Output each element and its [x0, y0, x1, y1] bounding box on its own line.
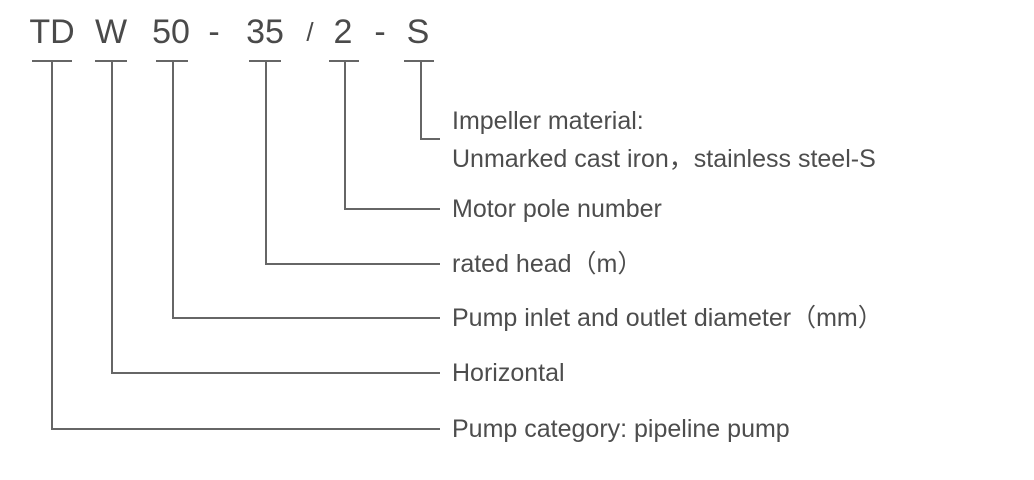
leader-poles-horizontal: [344, 208, 440, 210]
label-impeller-material-detail: Unmarked cast iron，stainless steel-S: [452, 145, 876, 173]
label-rated-head: rated head（m）: [452, 250, 643, 278]
code-separator-dash-2: -: [374, 13, 386, 51]
leader-head-vertical: [265, 61, 267, 265]
leader-category-vertical: [51, 61, 53, 430]
label-impeller-material-title: Impeller material:: [452, 107, 644, 135]
leader-diameter-horizontal: [172, 317, 440, 319]
code-segment-diameter: 50: [152, 13, 190, 51]
code-separator-dash-1: -: [208, 13, 220, 51]
leader-poles-vertical: [344, 61, 346, 210]
underline-material: [404, 60, 434, 62]
code-segment-material: S: [406, 13, 430, 51]
leader-material-vertical: [420, 61, 422, 140]
leader-category-horizontal: [51, 428, 440, 430]
code-separator-slash: /: [306, 17, 314, 47]
code-segment-w: W: [94, 13, 128, 51]
label-motor-pole-number: Motor pole number: [452, 195, 662, 223]
label-inlet-outlet-diameter: Pump inlet and outlet diameter（mm）: [452, 304, 883, 332]
leader-head-horizontal: [265, 263, 440, 265]
leader-horizontal-vertical: [111, 61, 113, 374]
label-horizontal: Horizontal: [452, 359, 565, 387]
code-segment-poles: 2: [333, 13, 353, 51]
leader-horizontal-horizontal: [111, 372, 440, 374]
leader-diameter-vertical: [172, 61, 174, 319]
code-segment-head: 35: [246, 13, 284, 51]
code-segment-td: TD: [29, 13, 75, 51]
label-pump-category: Pump category: pipeline pump: [452, 415, 790, 443]
leader-material-horizontal: [420, 138, 440, 140]
